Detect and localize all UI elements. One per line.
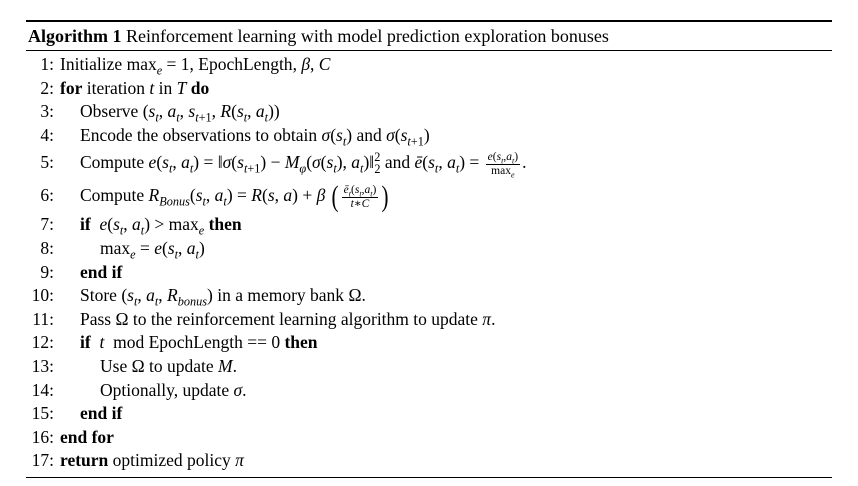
line-number: 1: (40, 54, 54, 74)
line-number: 12: (31, 332, 54, 353)
algorithm-line-14: 14: Optionally, update σ. (26, 379, 832, 403)
line-number: 16: (31, 426, 54, 447)
line-body: Compute RBonus(st, at) = R(s, a) + β (ēt… (80, 180, 389, 214)
line-number: 6: (40, 185, 54, 206)
line-number: 4: (40, 124, 54, 145)
line-body: return optimized policy π (60, 450, 244, 471)
line-number: 3: (40, 101, 54, 122)
line-number: 2: (40, 77, 54, 98)
line-body: if t mod EpochLength == 0 then (80, 332, 318, 353)
line-body: for iteration t in T do (60, 77, 210, 98)
line-body: Initialize maxe = 1, EpochLength, β, C (60, 54, 331, 78)
line-number: 13: (31, 355, 54, 376)
algorithm-label: Algorithm 1 (28, 26, 122, 46)
line-number: 15: (31, 403, 54, 424)
line-body: Store (st, at, Rbonus) in a memory bank … (80, 285, 366, 309)
line-body: Observe (st, at, st+1, R(st, at)) (80, 101, 280, 125)
line-body: maxe = e(st, at) (100, 237, 205, 262)
caption-rule (26, 50, 832, 51)
algorithm-line-4: 4: Encode the observations to obtain σ(s… (26, 124, 832, 148)
line-number: 9: (40, 261, 54, 282)
algorithm-line-10: 10: Store (st, at, Rbonus) in a memory b… (26, 284, 832, 308)
algorithm-line-3: 3: Observe (st, at, st+1, R(st, at)) (26, 100, 832, 124)
algorithm-line-15: 15: end if (26, 402, 832, 426)
line-body: Encode the observations to obtain σ(st) … (80, 124, 430, 149)
line-body: Compute e(st, at) = ‖σ(st+1) − Mφ(σ(st),… (80, 150, 527, 180)
algorithm-line-6: 6: Compute RBonus(st, at) = R(s, a) + β … (26, 177, 832, 213)
fraction: ēt(st,at)t∗C (341, 183, 379, 210)
line-body: end if (80, 261, 123, 282)
line-number: 14: (31, 379, 54, 400)
line-number: 7: (40, 214, 54, 235)
fraction: e(st,at)maxe (485, 150, 521, 180)
algorithm-line-17: 17: return optimized policy π (26, 449, 832, 473)
bottom-rule (26, 476, 832, 478)
algorithm-lines: 1: Initialize maxe = 1, EpochLength, β, … (26, 51, 832, 473)
algorithm-line-16: 16: end for (26, 426, 832, 450)
algorithm-line-5: 5: Compute e(st, at) = ‖σ(st+1) − Mφ(σ(s… (26, 147, 832, 180)
line-body: Pass Ω to the reinforcement learning alg… (80, 308, 496, 329)
algorithm-line-11: 11: Pass Ω to the reinforcement learning… (26, 308, 832, 332)
algorithm-line-9: 9: end if (26, 261, 832, 285)
algorithm-line-13: 13: Use Ω to update M. (26, 355, 832, 379)
algorithm-line-12: 12: if t mod EpochLength == 0 then (26, 331, 832, 355)
top-rule (26, 20, 832, 22)
algorithm-caption: Algorithm 1 Reinforcement learning with … (26, 22, 832, 50)
algorithm-line-1: 1: Initialize maxe = 1, EpochLength, β, … (26, 53, 832, 77)
line-number: 10: (31, 285, 54, 306)
algorithm-line-8: 8: maxe = e(st, at) (26, 237, 832, 261)
line-body: end for (60, 426, 114, 447)
line-body: Optionally, update σ. (100, 379, 247, 400)
line-body: end if (80, 403, 123, 424)
line-number: 11: (32, 308, 54, 329)
line-number: 5: (40, 152, 54, 173)
line-body: Use Ω to update M. (100, 355, 237, 376)
algorithm-line-7: 7: if e(st, at) > maxe then (26, 213, 832, 237)
algorithm-line-2: 2: for iteration t in T do (26, 77, 832, 101)
algorithm-title: Reinforcement learning with model predic… (126, 26, 609, 46)
algorithm-block: Algorithm 1 Reinforcement learning with … (26, 20, 832, 478)
line-number: 17: (31, 450, 54, 471)
line-body: if e(st, at) > maxe then (80, 214, 242, 238)
line-number: 8: (40, 237, 54, 258)
